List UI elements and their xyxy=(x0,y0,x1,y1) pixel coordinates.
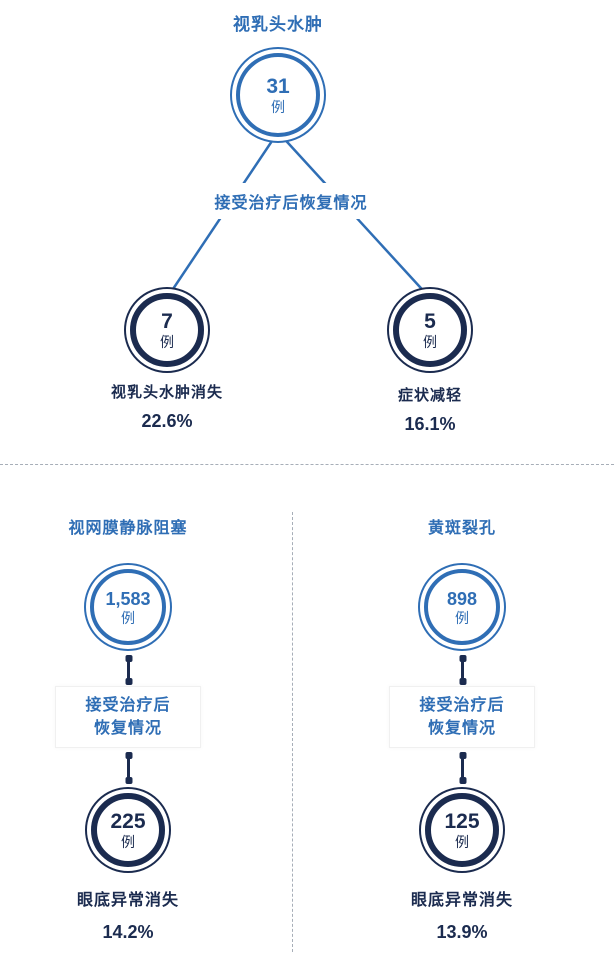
branch-circle-inner: 5 例 xyxy=(393,293,467,367)
section-title-papilledema: 视乳头水肿 xyxy=(233,15,323,34)
branch-percent-edema-resolved: 22.6% xyxy=(141,411,193,431)
branch-circle-inner: 7 例 xyxy=(130,293,204,367)
vertical-dashed-divider xyxy=(292,512,293,952)
root-circle-macular-hole: 898 例 xyxy=(418,563,506,651)
treatment-recovery-box-rvo: 接受治疗后 恢复情况 xyxy=(55,686,201,748)
root-case-unit: 例 xyxy=(271,99,285,115)
branch-circle-symptoms-reduced: 5 例 xyxy=(387,287,473,373)
horizontal-dashed-divider xyxy=(0,464,614,465)
result-case-count: 125 xyxy=(444,810,480,833)
result-case-unit: 例 xyxy=(455,834,469,850)
section-title-macular-hole: 黄斑裂孔 xyxy=(427,520,496,537)
section-title-rvo: 视网膜静脉阻塞 xyxy=(68,520,188,537)
root-circle-inner: 1,583 例 xyxy=(90,569,166,645)
root-case-count: 31 xyxy=(266,75,290,98)
treatment-box-line2: 恢复情况 xyxy=(427,720,496,737)
result-case-count: 225 xyxy=(110,810,146,833)
branch-case-count: 7 xyxy=(161,310,173,333)
root-circle-inner: 31 例 xyxy=(236,53,320,137)
result-circle-inner: 225 例 xyxy=(91,793,165,867)
root-case-count: 1,583 xyxy=(105,588,151,609)
treatment-box-line1: 接受治疗后 xyxy=(419,696,505,714)
branch-case-unit: 例 xyxy=(423,334,437,350)
result-percent-rvo: 14.2% xyxy=(102,922,154,942)
branch-case-unit: 例 xyxy=(160,334,174,350)
branch-label-symptoms-reduced: 症状减轻 xyxy=(397,387,462,404)
treatment-recovery-box-top: 接受治疗后恢复情况 xyxy=(122,183,460,219)
root-circle-papilledema: 31 例 xyxy=(230,47,326,143)
root-circle-inner: 898 例 xyxy=(424,569,500,645)
result-case-unit: 例 xyxy=(121,834,135,850)
result-circle-rvo: 225 例 xyxy=(85,787,171,873)
root-case-unit: 例 xyxy=(455,609,469,626)
treatment-box-line1: 接受治疗后 xyxy=(85,696,171,714)
result-label-macular-hole: 眼底异常消失 xyxy=(410,892,513,909)
branch-circle-edema-resolved: 7 例 xyxy=(124,287,210,373)
connector-rvo-bottom xyxy=(127,756,130,780)
connector-mh-top xyxy=(461,659,464,681)
branch-case-count: 5 xyxy=(424,310,436,333)
result-circle-macular-hole: 125 例 xyxy=(419,787,505,873)
root-case-count: 898 xyxy=(446,588,478,609)
connector-rvo-top xyxy=(127,659,130,681)
treatment-box-line2: 恢复情况 xyxy=(93,720,162,737)
branch-percent-symptoms-reduced: 16.1% xyxy=(404,414,456,434)
result-label-rvo: 眼底异常消失 xyxy=(76,892,179,909)
result-percent-macular-hole: 13.9% xyxy=(436,922,488,942)
root-circle-rvo: 1,583 例 xyxy=(84,563,172,651)
root-case-unit: 例 xyxy=(121,609,135,626)
branch-label-edema-resolved: 视乳头水肿消失 xyxy=(110,384,223,401)
connector-mh-bottom xyxy=(461,756,464,780)
treatment-recovery-box-mh: 接受治疗后 恢复情况 xyxy=(389,686,535,748)
result-circle-inner: 125 例 xyxy=(425,793,499,867)
